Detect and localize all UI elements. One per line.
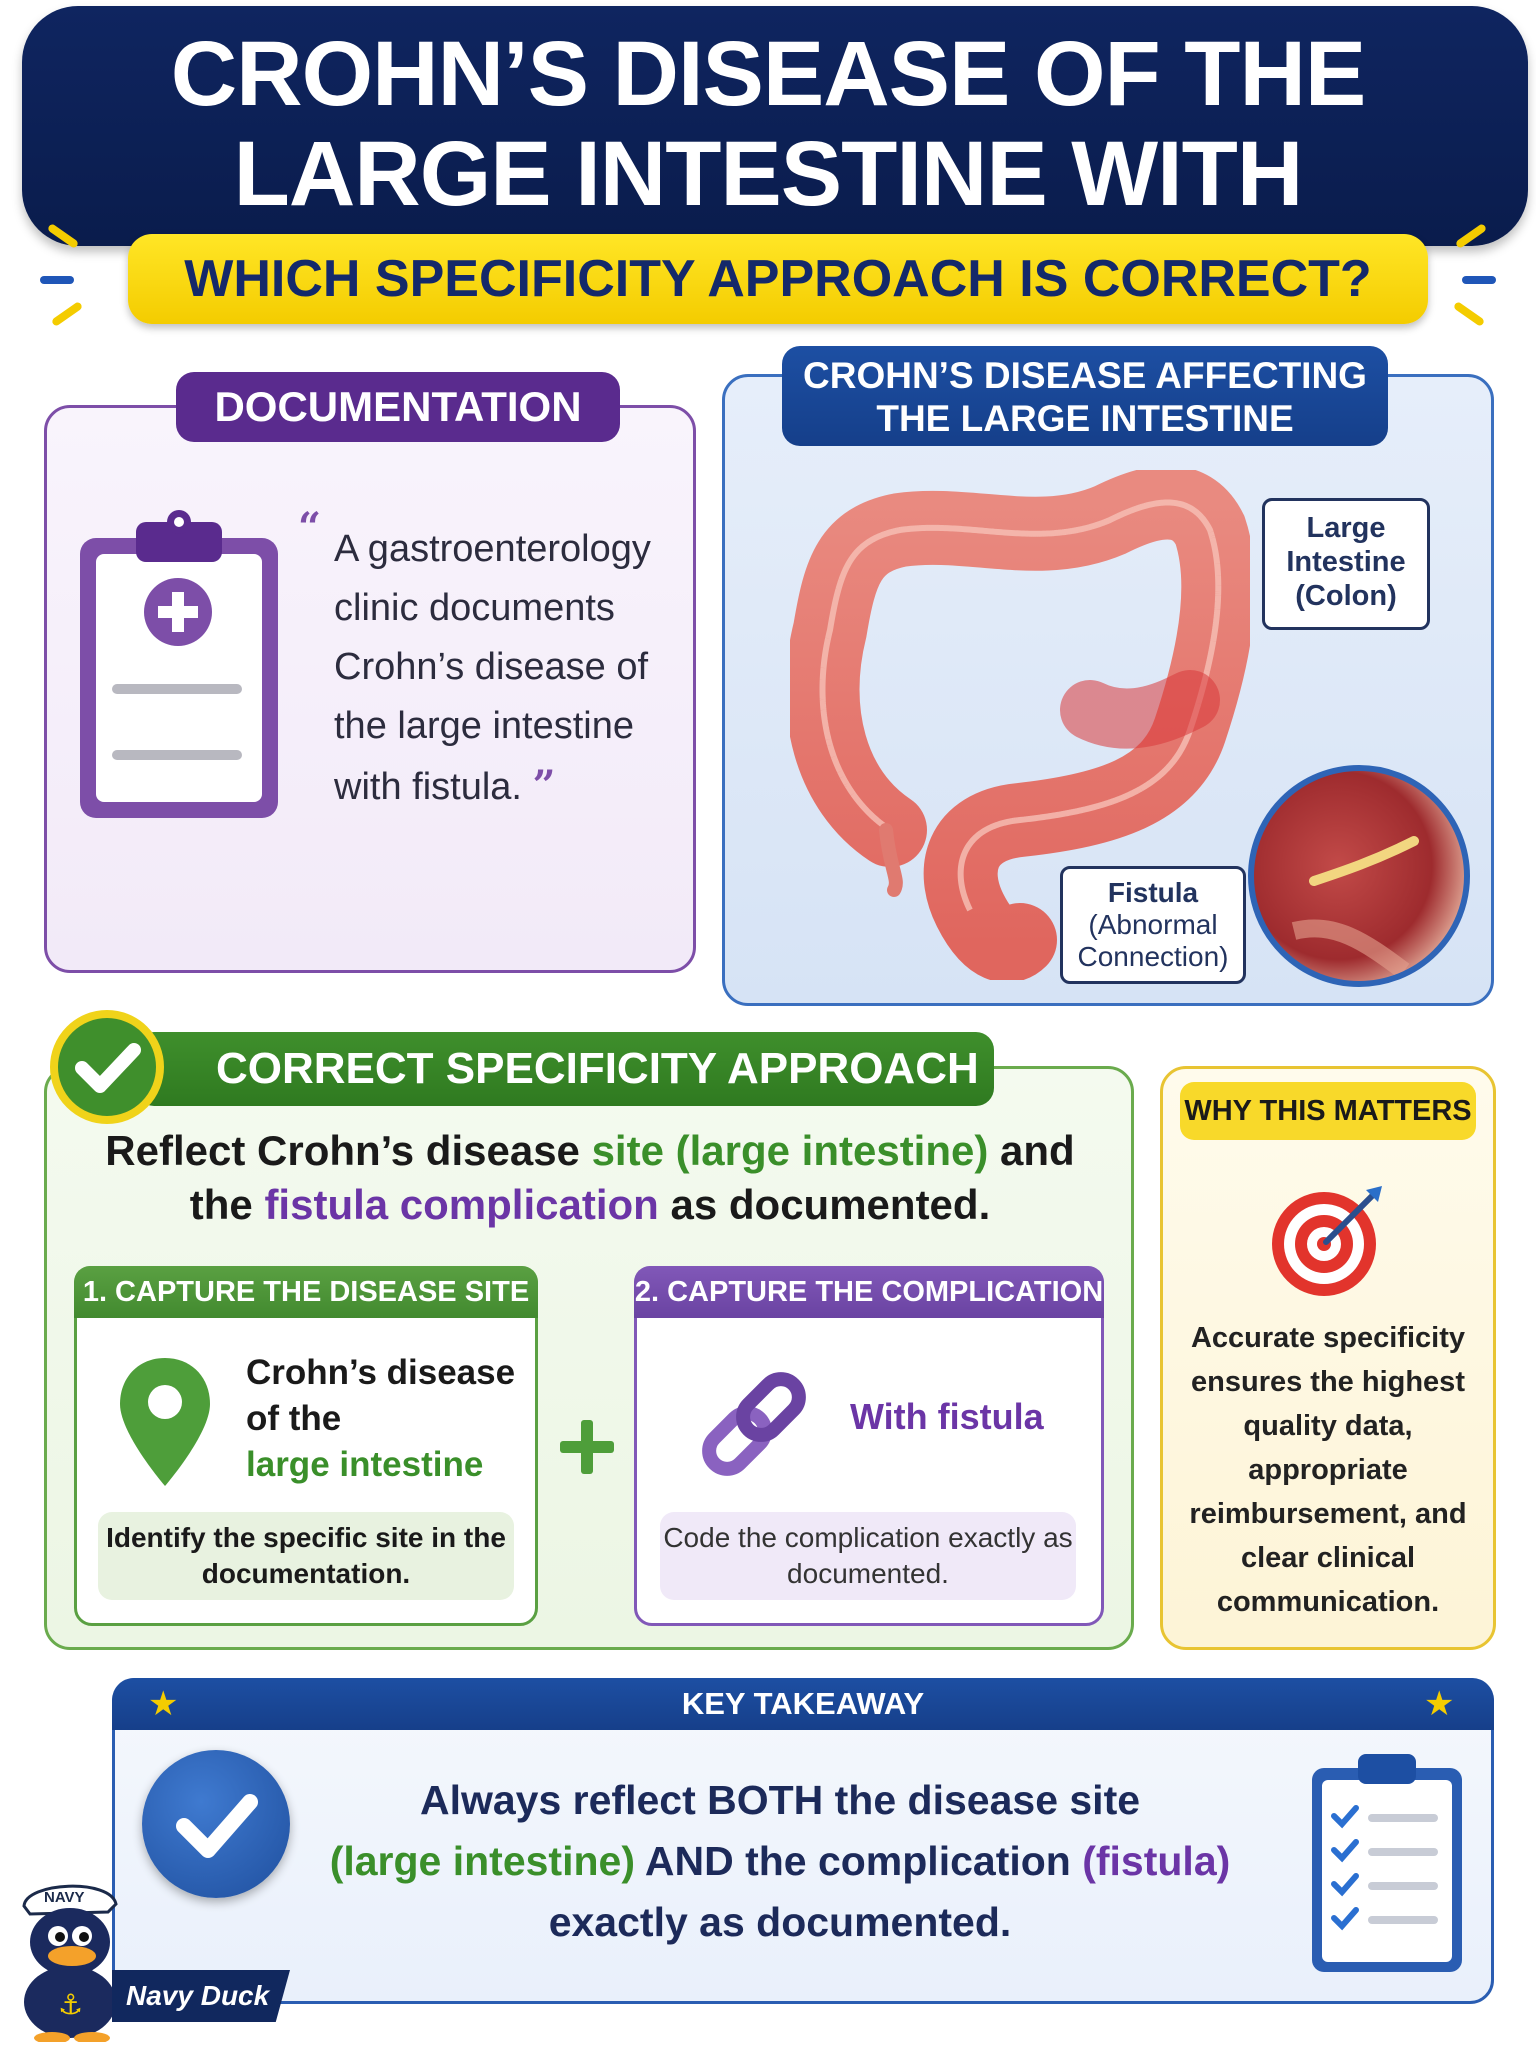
mascot-name-tag: Navy Duck bbox=[112, 1970, 290, 2022]
star-icon: ★ bbox=[1424, 1685, 1455, 1723]
why-this-matters-card bbox=[1160, 1066, 1496, 1650]
spark-decoration bbox=[40, 276, 74, 284]
callout-large-intestine: Large Intestine (Colon) bbox=[1262, 498, 1430, 630]
takeaway-text: AND the complication bbox=[634, 1838, 1083, 1884]
key-takeaway-header: KEY TAKEAWAY bbox=[112, 1678, 1494, 1730]
why-this-matters-tab: WHY THIS MATTERS bbox=[1180, 1082, 1476, 1140]
header-banner bbox=[22, 6, 1528, 246]
subtitle: WHICH SPECIFICITY APPROACH IS CORRECT? bbox=[184, 250, 1372, 308]
illustration-tab-line-1: CROHN’S DISEASE AFFECTING bbox=[803, 355, 1367, 396]
headline-text: and the bbox=[189, 1127, 1075, 1228]
complication-text: With fistula bbox=[850, 1396, 1044, 1437]
anchor-icon: ⚓ bbox=[58, 1989, 83, 2020]
target-icon bbox=[1272, 1186, 1382, 1296]
callout-line: Connection) bbox=[1077, 941, 1229, 972]
documentation-tab: DOCUMENTATION bbox=[176, 372, 620, 442]
callout-line: (Abnormal bbox=[1088, 909, 1218, 940]
why-this-matters-text: Accurate specificity ensures the highest… bbox=[1189, 1322, 1467, 1618]
hat-text: NAVY bbox=[44, 1889, 85, 1906]
headline-fistula: fistula complication bbox=[264, 1181, 659, 1228]
step-complication-header: 2. CAPTURE THE COMPLICATION bbox=[634, 1266, 1104, 1318]
callout-line: Intestine bbox=[1286, 546, 1406, 578]
takeaway-line: exactly as documented. bbox=[548, 1899, 1012, 1945]
documentation-quote: “ A gastroenterology clinic documents Cr… bbox=[298, 504, 684, 817]
site-line: of the bbox=[246, 1399, 342, 1438]
illustration-tab-line-2: THE LARGE INTESTINE bbox=[876, 398, 1294, 439]
step-disease-site-header: 1. CAPTURE THE DISEASE SITE bbox=[74, 1266, 538, 1318]
takeaway-fistula: (fistula) bbox=[1082, 1838, 1231, 1884]
step-disease-site-note: Identify the specific site in the docume… bbox=[98, 1512, 514, 1600]
callout-line: (Colon) bbox=[1295, 580, 1397, 612]
headline-site: site (large intestine) bbox=[591, 1127, 989, 1174]
close-quote-icon: ” bbox=[532, 762, 556, 809]
step-complication-note: Code the complication exactly as documen… bbox=[660, 1512, 1076, 1600]
correct-approach-headline: Reflect Crohn’s disease site (large inte… bbox=[70, 1124, 1110, 1232]
callout-fistula: Fistula (Abnormal Connection) bbox=[1060, 866, 1246, 984]
checkmark-badge-icon bbox=[50, 1010, 164, 1124]
clipboard-medical-icon bbox=[80, 510, 278, 818]
open-quote-icon: “ bbox=[298, 504, 322, 551]
key-takeaway-card bbox=[112, 1678, 1494, 2004]
disease-site-text: Crohn’s disease of the large intestine bbox=[246, 1350, 536, 1488]
subtitle-banner: WHICH SPECIFICITY APPROACH IS CORRECT? bbox=[128, 234, 1428, 324]
fistula-tract-icon bbox=[1291, 836, 1419, 979]
illustration-tab: CROHN’S DISEASE AFFECTING THE LARGE INTE… bbox=[782, 346, 1388, 446]
correct-approach-tab: CORRECT SPECIFICITY APPROACH bbox=[136, 1032, 994, 1106]
fistula-closeup-image bbox=[1248, 765, 1470, 987]
key-checkmark-icon bbox=[142, 1750, 290, 1898]
chain-link-icon bbox=[702, 1372, 806, 1476]
site-line: Crohn’s disease bbox=[246, 1353, 516, 1392]
checklist-clipboard-icon bbox=[1312, 1754, 1462, 1972]
headline-text: Reflect Crohn’s disease bbox=[105, 1127, 592, 1174]
colon-illustration bbox=[790, 470, 1250, 980]
takeaway-line: (large intestine) AND the complication (… bbox=[300, 1831, 1260, 1892]
quote-text: A gastroenterology clinic documents Croh… bbox=[334, 528, 651, 808]
headline-text: as documented. bbox=[658, 1181, 991, 1228]
takeaway-site: (large intestine) bbox=[329, 1838, 635, 1884]
star-icon: ★ bbox=[148, 1685, 179, 1723]
key-takeaway-text: Always reflect BOTH the disease site (la… bbox=[300, 1770, 1260, 1953]
takeaway-line: Always reflect BOTH the disease site bbox=[419, 1777, 1141, 1823]
site-highlight: large intestine bbox=[246, 1445, 484, 1484]
location-pin-icon bbox=[120, 1358, 210, 1486]
plus-icon bbox=[560, 1420, 614, 1474]
title-line-1: CROHN’S DISEASE OF THE bbox=[170, 23, 1367, 125]
spark-decoration bbox=[1462, 276, 1496, 284]
callout-line: Fistula bbox=[1107, 877, 1199, 908]
navy-duck-mascot: NAVY ⚓ bbox=[22, 1884, 118, 2042]
callout-line: Large bbox=[1306, 512, 1386, 544]
